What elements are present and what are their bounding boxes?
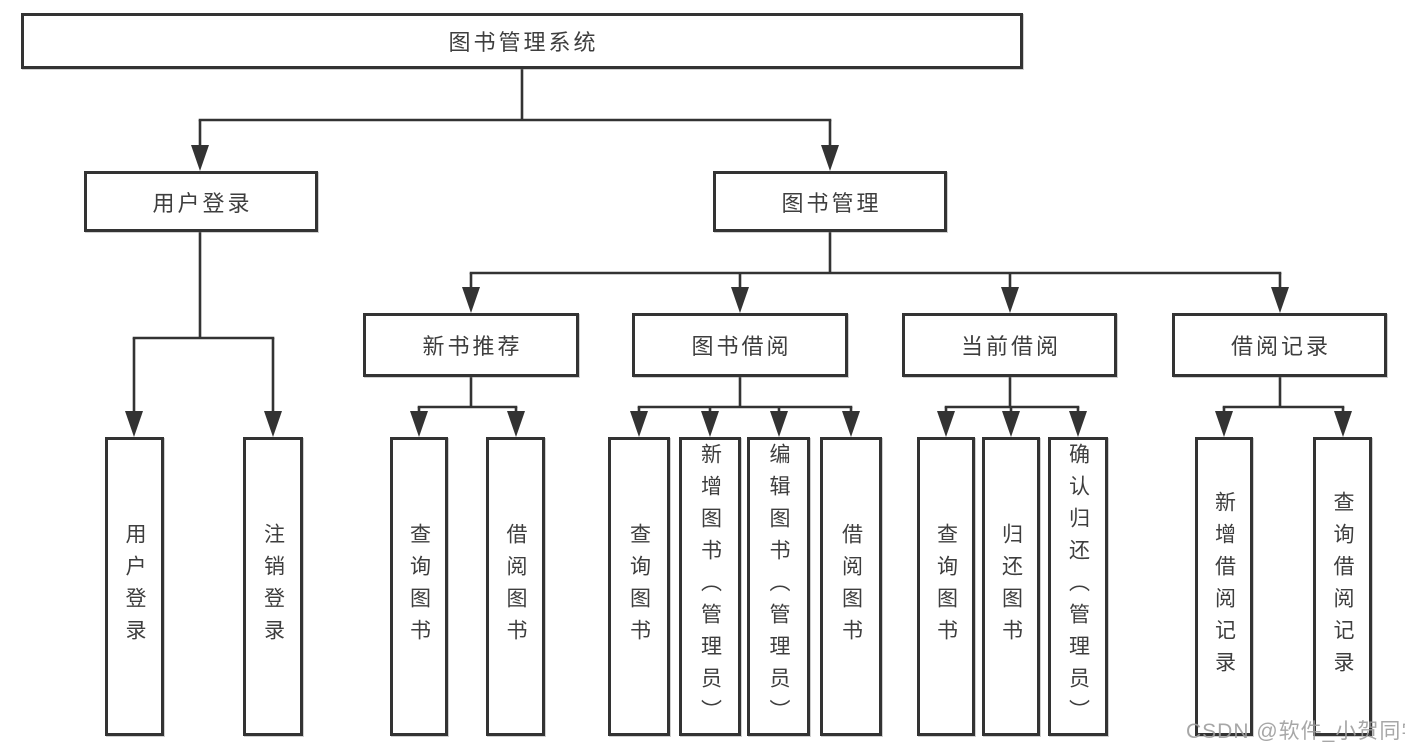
node-current-borrowing: 当前借阅 (902, 313, 1117, 377)
node-library-management-system: 图书管理系统 (21, 13, 1023, 69)
node-label: 图书借阅 (691, 334, 792, 359)
leaf-confirm-return-admin: 确认归还（管理员） (1048, 437, 1108, 736)
node-book-management: 图书管理 (713, 171, 947, 232)
leaf-edit-books-admin: 编辑图书（管理员） (747, 437, 810, 736)
node-borrowing-records: 借阅记录 (1172, 313, 1387, 377)
leaf-query-books-recommend: 查询图书 (390, 437, 448, 736)
node-label: 编辑图书（管理员） (767, 442, 790, 731)
node-label: 借阅图书 (839, 522, 863, 651)
node-user-login: 用户登录 (84, 171, 318, 232)
node-label: 新增借阅记录 (1212, 490, 1236, 683)
node-label: 确认归还（管理员） (1066, 442, 1090, 731)
leaf-query-books-borrow: 查询图书 (608, 437, 670, 736)
node-label: 借阅图书 (504, 522, 527, 651)
leaf-add-books-admin: 新增图书（管理员） (679, 437, 741, 736)
node-label: 查询图书 (627, 522, 651, 651)
node-label: 查询借阅记录 (1331, 490, 1354, 683)
node-label: 查询图书 (407, 522, 431, 651)
leaf-query-borrow-record: 查询借阅记录 (1313, 437, 1372, 736)
leaf-query-books-current: 查询图书 (917, 437, 975, 736)
node-new-book-recommendation: 新书推荐 (363, 313, 579, 377)
leaf-borrow-books-recommend: 借阅图书 (486, 437, 545, 736)
leaf-user-login: 用户登录 (105, 437, 164, 736)
csdn-watermark: CSDN @软件_小贺同学 (1186, 720, 1405, 743)
node-book-borrowing: 图书借阅 (632, 313, 848, 377)
node-label: 新增图书（管理员） (698, 442, 722, 731)
node-label: 图书管理 (781, 190, 882, 216)
leaf-logout: 注销登录 (243, 437, 303, 736)
node-label: 注销登录 (261, 522, 285, 651)
node-label: 新书推荐 (422, 334, 523, 359)
node-label: 借阅记录 (1230, 334, 1331, 359)
node-label: 当前借阅 (960, 334, 1061, 359)
leaf-borrow-books: 借阅图书 (820, 437, 882, 736)
node-label: 用户登录 (152, 190, 253, 216)
leaf-add-borrow-record: 新增借阅记录 (1195, 437, 1253, 736)
leaf-return-books: 归还图书 (982, 437, 1040, 736)
node-label: 查询图书 (934, 522, 958, 651)
node-label: 用户登录 (123, 522, 146, 651)
node-label: 归还图书 (999, 522, 1023, 651)
node-label: 图书管理系统 (448, 30, 599, 55)
